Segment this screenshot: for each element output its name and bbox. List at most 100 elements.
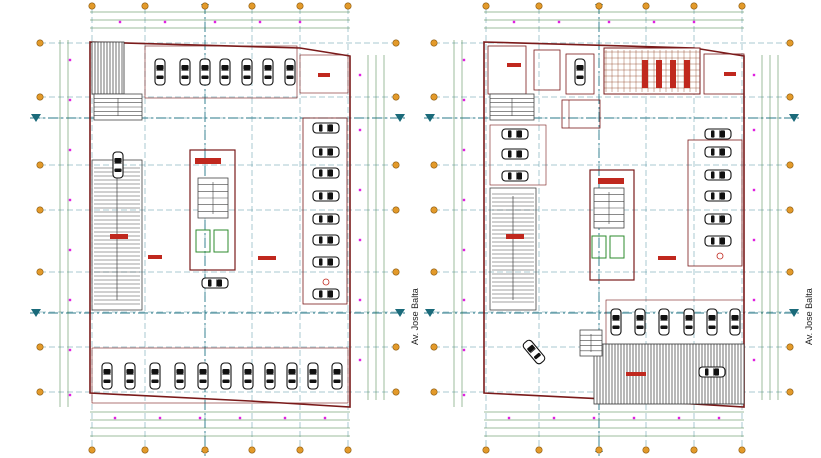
level-marker-icon: [258, 256, 276, 260]
parking-column-right: [302, 117, 348, 305]
section-arrow-icon: [789, 114, 799, 122]
car-icon: [112, 151, 124, 179]
entrance-gate: [561, 99, 601, 129]
car-icon: [698, 366, 726, 378]
grid-bubble-icon: [36, 206, 44, 214]
grid-bubble-icon: [88, 2, 96, 10]
car-icon: [312, 288, 340, 300]
fire-point-icon: [322, 278, 330, 286]
car-icon: [199, 58, 211, 86]
car-icon: [149, 362, 161, 390]
grid-bubble-icon: [248, 2, 256, 10]
level-marker-icon: [506, 234, 524, 239]
grid-bubble-icon: [392, 388, 400, 396]
grid-bubble-icon: [296, 446, 304, 454]
car-icon: [704, 213, 732, 225]
grid-bubble-icon: [36, 343, 44, 351]
section-arrow-icon: [789, 309, 799, 317]
section-arrow-icon: [395, 309, 405, 317]
grid-bubble-icon: [141, 2, 149, 10]
car-icon: [312, 122, 340, 134]
dimension-marks: [462, 20, 756, 420]
grid-bubble-icon: [392, 206, 400, 214]
grid-bubble-icon: [36, 93, 44, 101]
grid-bubble-icon: [482, 446, 490, 454]
car-icon: [312, 146, 340, 158]
section-arrow-icon: [31, 114, 41, 122]
car-icon: [683, 308, 695, 336]
parking-row-bottom: [91, 347, 349, 404]
car-icon: [201, 277, 229, 289]
car-icon: [574, 58, 586, 86]
grid-bubble-icon: [430, 161, 438, 169]
vertical-parking-bay: [565, 53, 595, 95]
grid-bubble-icon: [296, 2, 304, 10]
car-icon: [241, 58, 253, 86]
machine-room: [533, 49, 561, 91]
car-icon: [501, 128, 529, 140]
grid-bubble-icon: [36, 161, 44, 169]
car-icon: [501, 148, 529, 160]
car-icon: [312, 213, 340, 225]
dimension-marks: [68, 20, 362, 420]
car-icon: [312, 190, 340, 202]
grid-bubble-icon: [642, 446, 650, 454]
car-icon: [219, 58, 231, 86]
car-icon: [610, 308, 622, 336]
grid-bubble-icon: [430, 268, 438, 276]
street-label-left: Av. Jose Balta: [410, 288, 420, 345]
car-icon: [264, 362, 276, 390]
central-core: [589, 169, 635, 281]
grid-bubble-icon: [344, 446, 352, 454]
car-icon: [331, 362, 343, 390]
grid-bubble-icon: [738, 446, 746, 454]
grid-bubble-icon: [786, 161, 794, 169]
grid-bubble-icon: [36, 268, 44, 276]
car-icon: [220, 362, 232, 390]
grid-bubble-icon: [786, 343, 794, 351]
grid-bubble-icon: [738, 2, 746, 10]
car-icon: [658, 308, 670, 336]
car-icon: [704, 169, 732, 181]
elevator-b: [609, 235, 625, 259]
elevator-b: [213, 229, 229, 253]
storage-room: [487, 45, 527, 95]
level-marker-icon: [195, 158, 221, 164]
elevator-a: [591, 235, 607, 259]
elevator-a: [195, 229, 211, 253]
grid-bubble-icon: [392, 268, 400, 276]
car-icon: [729, 308, 741, 336]
grid-bubble-icon: [141, 446, 149, 454]
parking-column-right: [687, 139, 743, 267]
car-icon: [307, 362, 319, 390]
grid-bubble-icon: [430, 206, 438, 214]
grid-bubble-icon: [786, 268, 794, 276]
level-marker-icon: [598, 178, 624, 184]
grid-bubble-icon: [642, 2, 650, 10]
grid-bubble-icon: [430, 343, 438, 351]
parking-row-lower: [605, 299, 745, 347]
grid-bubble-icon: [248, 446, 256, 454]
grid-bubble-icon: [595, 2, 603, 10]
service-room-top: [299, 54, 349, 94]
grid-bubble-icon: [88, 446, 96, 454]
central-stairs: [593, 187, 625, 229]
level-marker-icon: [658, 256, 676, 260]
car-icon: [124, 362, 136, 390]
tiled-lobby: [603, 47, 701, 95]
grid-bubble-icon: [201, 2, 209, 10]
car-icon: [522, 339, 546, 365]
grid-bubble-icon: [392, 39, 400, 47]
level-marker-icon: [626, 372, 646, 376]
grid-bubble-icon: [392, 93, 400, 101]
parking-row-top: [144, 45, 298, 99]
office-room: [703, 53, 745, 95]
car-icon: [704, 235, 732, 247]
level-marker-icon: [148, 255, 162, 259]
car-icon: [286, 362, 298, 390]
grid-bubble-icon: [430, 388, 438, 396]
grid-bubble-icon: [535, 446, 543, 454]
car-icon: [634, 308, 646, 336]
stair-bottom: [579, 329, 603, 357]
right-parking-plan: [424, 2, 799, 456]
